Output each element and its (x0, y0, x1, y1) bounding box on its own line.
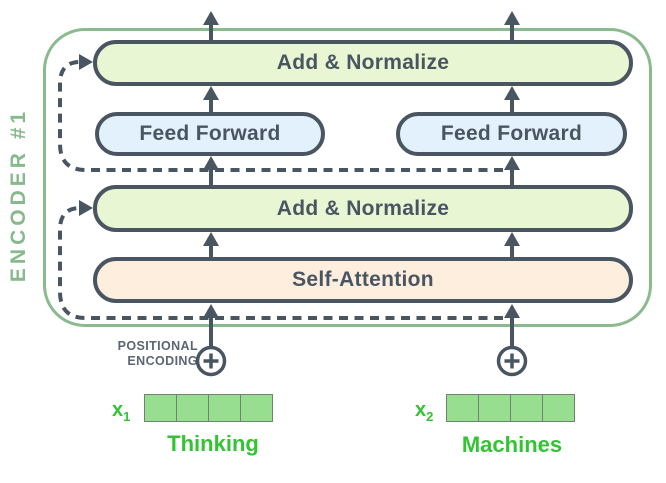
vector-cell (542, 394, 575, 422)
self-attention-box: Self-Attention (93, 257, 633, 303)
x2-subscript: 2 (426, 409, 434, 424)
positional-encoding-line1: POSITIONAL (117, 339, 198, 353)
vector-cell (446, 394, 479, 422)
vector-cell (208, 394, 241, 422)
vector-cell (176, 394, 209, 422)
embedding-vector-x2 (446, 394, 575, 422)
arrow-up-icon (203, 11, 219, 25)
vector-cell (240, 394, 273, 422)
embedding-vector-x1 (144, 394, 273, 422)
feed-forward-left-box: Feed Forward (95, 112, 325, 156)
vector-cell (510, 394, 543, 422)
feed-forward-left-label: Feed Forward (139, 122, 281, 145)
add-normalize-top-label: Add & Normalize (276, 51, 450, 74)
circle-plus-icon (496, 345, 528, 377)
feed-forward-right-label: Feed Forward (440, 122, 583, 145)
add-normalize-top-box: Add & Normalize (93, 40, 633, 86)
encoder-frame (43, 28, 652, 327)
x1-subscript: 1 (123, 409, 131, 424)
input-word-2: Machines (461, 432, 563, 457)
vector-cell (144, 394, 177, 422)
input-word-1: Thinking (167, 431, 259, 456)
vector-cell (478, 394, 511, 422)
add-normalize-bottom-box: Add & Normalize (93, 185, 633, 232)
x1-base: x (112, 399, 124, 421)
add-normalize-bottom-label: Add & Normalize (276, 196, 450, 220)
x2-base: x (415, 399, 427, 421)
arrow-up-icon (504, 11, 520, 25)
encoder-label: ENCODER #1 (7, 107, 30, 283)
self-attention-label: Self-Attention (292, 268, 434, 291)
feed-forward-right-box: Feed Forward (396, 112, 627, 156)
circle-plus-icon (195, 345, 227, 377)
vector-label-x1: x1 (112, 399, 130, 424)
positional-encoding-line2: ENCODING (127, 354, 198, 369)
vector-label-x2: x2 (415, 399, 433, 424)
positional-encoding-label: POSITIONAL ENCODING (88, 339, 198, 370)
